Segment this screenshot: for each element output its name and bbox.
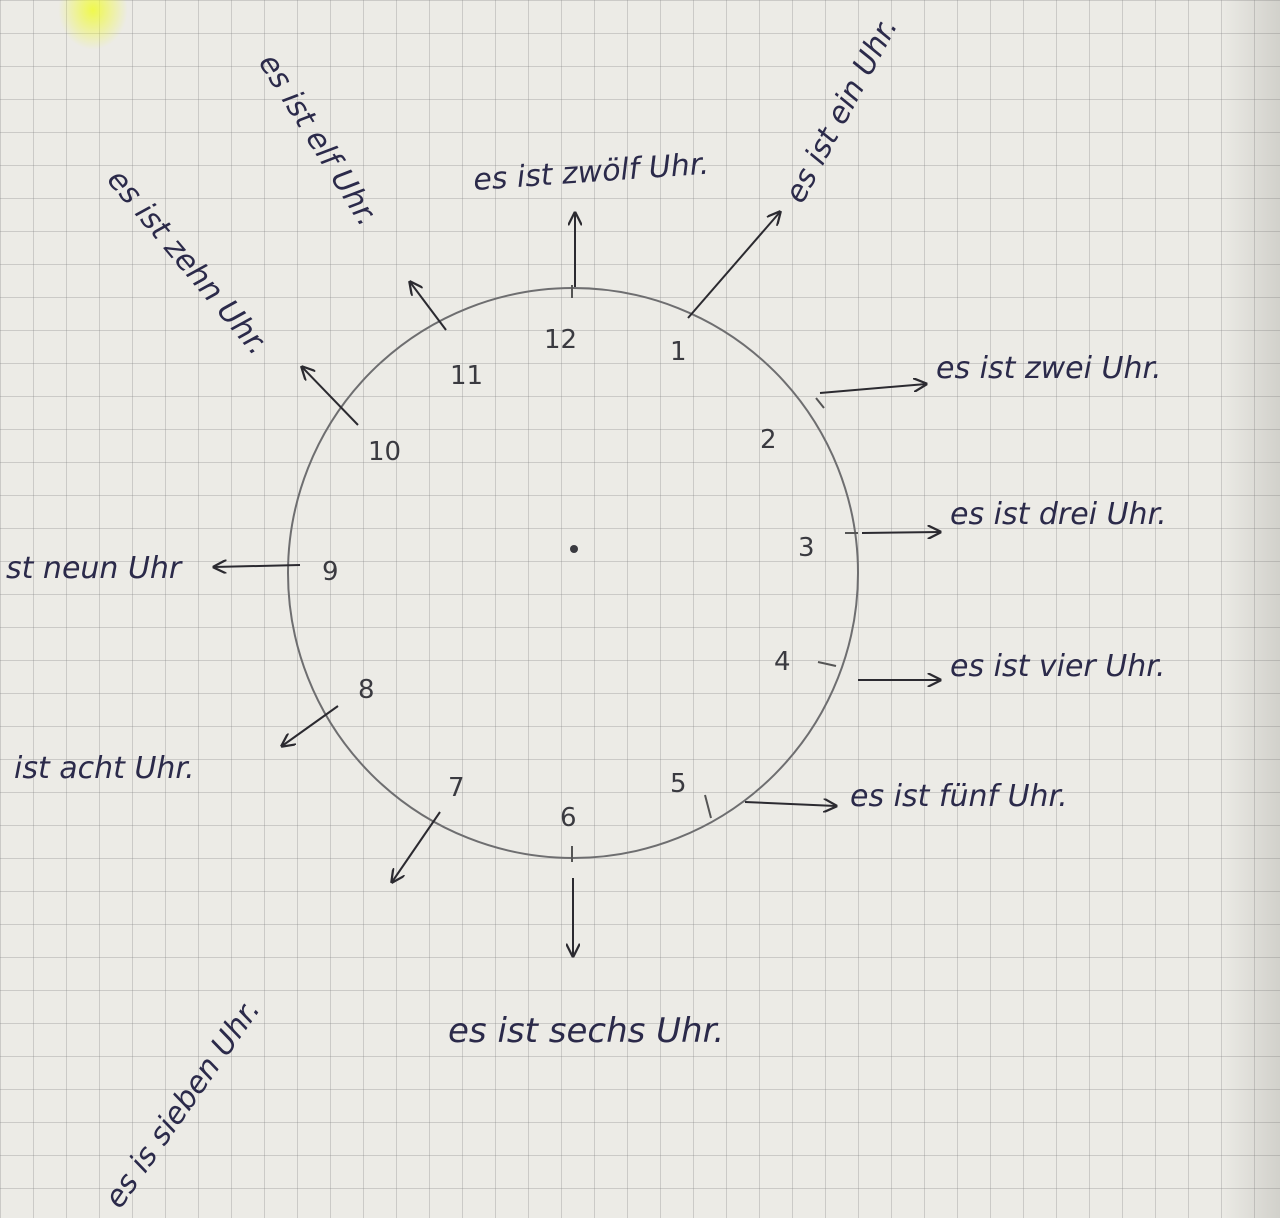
numeral-5: 5 [670,769,687,799]
arrow-7 [392,811,441,882]
numeral-12: 12 [544,325,577,355]
phrase-four: es ist vier Uhr. [950,649,1165,684]
numeral-9: 9 [322,557,339,587]
numeral-6: 6 [560,803,577,833]
numeral-11: 11 [450,361,483,391]
clock-circle [287,287,859,859]
arrow-9 [214,565,301,567]
arrow-10 [302,367,359,426]
arrow-2 [819,384,926,394]
phrase-one: es ist ein Uhr. [778,12,905,209]
arrow-8 [282,705,339,746]
arrows [214,212,940,956]
phrase-six: es ist sechs Uhr. [448,1011,724,1051]
phrase-seven: es is sieben Uhr. [98,993,268,1214]
arrow-1 [687,212,780,319]
phrase-twelve: es ist zwölf Uhr. [472,147,710,198]
phrase-ten: es ist zehn Uhr. [100,163,275,362]
yellow-highlighter-mark [58,0,128,50]
phrase-eleven: es ist elf Uhr. [251,48,384,233]
page-edge-shadow [1220,0,1280,1218]
hour-ticks [571,285,858,862]
phrase-eight: ist acht Uhr. [14,751,195,786]
numeral-2: 2 [760,425,777,455]
phrase-nine: st neun Uhr [6,551,183,586]
numeral-1: 1 [670,337,687,367]
arrow-3 [861,532,940,533]
phrase-five: es ist fünf Uhr. [850,779,1068,814]
numeral-8: 8 [358,675,375,705]
tick-2 [815,397,825,409]
numeral-7: 7 [448,773,465,803]
tick-4 [817,661,837,667]
phrase-three: es ist drei Uhr. [950,497,1167,532]
numeral-3: 3 [798,533,815,563]
numeral-10: 10 [368,437,401,467]
tick-5 [704,794,712,819]
arrow-11 [410,282,447,331]
clock-center-dot [570,545,578,553]
numeral-4: 4 [774,647,791,677]
phrase-two: es ist zwei Uhr. [936,351,1162,386]
arrow-5 [744,802,836,806]
